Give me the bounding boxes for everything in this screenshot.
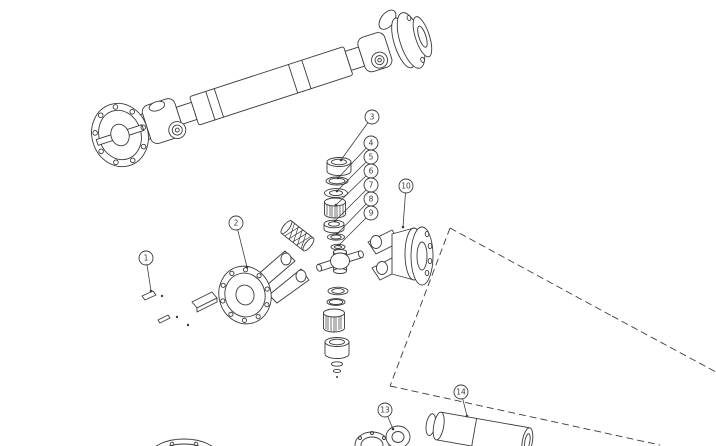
needle-rollers	[326, 204, 344, 218]
pin	[157, 314, 171, 324]
tube-weld-seams	[205, 59, 312, 121]
race-ring-upper	[324, 188, 348, 198]
bearing-eye-right	[371, 51, 389, 69]
callout-4: 4	[336, 135, 379, 180]
callout-10: 10	[398, 178, 414, 229]
partial-part-bottom-left	[155, 438, 213, 446]
svg-text:4: 4	[369, 139, 374, 148]
flange-bolt-holes	[92, 104, 147, 166]
key-large-side	[196, 297, 218, 313]
snap-ring-lower	[326, 298, 346, 306]
flange-bolt-holes	[424, 230, 433, 277]
key-small	[141, 290, 157, 301]
tube-yoke-left	[218, 250, 310, 325]
callout-6: 6	[334, 163, 379, 207]
flange-13	[354, 431, 390, 446]
callout-8: 8	[335, 191, 379, 236]
svg-text:14: 14	[456, 388, 466, 397]
cylinder-14	[425, 411, 534, 446]
svg-text:8: 8	[369, 195, 374, 204]
svg-text:13: 13	[380, 406, 390, 415]
detail-boundary	[389, 227, 716, 446]
end-flange-left	[91, 102, 149, 168]
callouts: 1 2 3 4 5 6 7	[138, 109, 469, 431]
bearing-stack-lower	[323, 286, 350, 378]
needle-rollers	[325, 316, 342, 332]
end-cap-lower	[331, 361, 343, 378]
bearing-cup-lower	[324, 337, 350, 359]
svg-text:10: 10	[401, 182, 411, 191]
bearing-eye-left	[168, 121, 187, 140]
seal-ring-lower	[327, 286, 349, 296]
svg-text:9: 9	[369, 209, 374, 218]
spline-hatch	[284, 223, 312, 249]
cross-body	[330, 252, 350, 270]
svg-text:7: 7	[369, 181, 374, 190]
cross-journal	[316, 249, 364, 274]
bearing-stack-upper	[323, 157, 352, 251]
callout-9: 9	[337, 205, 379, 247]
bearing-13	[385, 425, 411, 446]
spline-stub	[280, 220, 315, 252]
flange-yoke-right	[367, 226, 434, 286]
flange-bolt-holes	[220, 267, 270, 323]
svg-text:1: 1	[144, 254, 149, 263]
bearing-cup-upper	[326, 157, 352, 176]
svg-text:5: 5	[369, 153, 374, 162]
svg-text:3: 3	[370, 113, 375, 122]
cross-side-trunnions	[316, 250, 364, 272]
svg-text:2: 2	[234, 219, 239, 228]
key-and-pin-parts	[141, 290, 218, 327]
yoke-ear-hole	[148, 100, 166, 112]
needle-bearing-lower	[323, 308, 345, 333]
yoke-flange	[404, 226, 434, 286]
assembled-driveshaft	[91, 9, 433, 168]
callout-5: 5	[335, 149, 379, 193]
callout-1: 1	[138, 250, 154, 293]
callout-2: 2	[228, 215, 249, 269]
bottom-assembly	[354, 411, 534, 446]
yoke-flange	[218, 265, 272, 325]
callout-14: 14	[453, 384, 469, 418]
callout-13: 13	[377, 402, 395, 431]
needle-bearing-upper	[324, 197, 346, 219]
end-flange-right	[391, 12, 433, 69]
callout-3: 3	[339, 109, 380, 162]
svg-text:6: 6	[369, 167, 374, 176]
